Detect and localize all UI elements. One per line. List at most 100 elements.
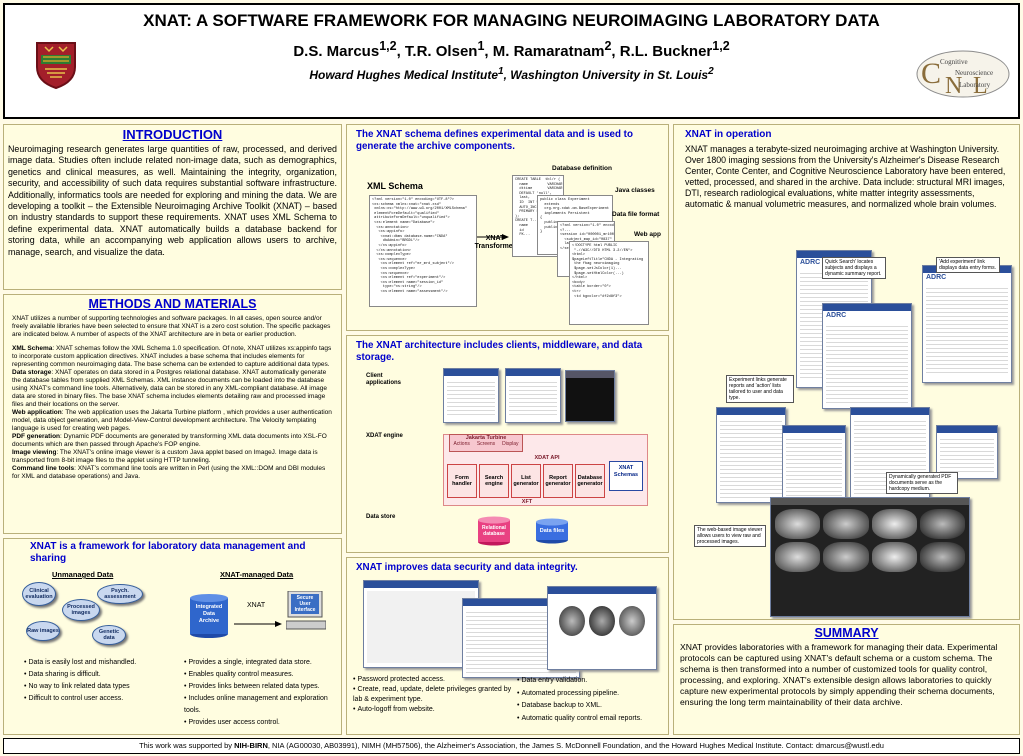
framework-right-bullet: Provides links between related data type… — [184, 681, 341, 693]
summary-panel: SUMMARY XNAT provides laboratories with … — [673, 624, 1020, 735]
store-label: Data store — [366, 514, 396, 520]
module-report-generator: Report generator — [543, 464, 573, 498]
introduction-title: INTRODUCTION — [122, 127, 223, 142]
integrated-archive: Integrated Data Archive — [189, 594, 229, 638]
web-app-figure: <!DOCTYPE html PUBLIC "-//W3C//DTD HTML … — [569, 241, 649, 325]
methods-item-term: XML Schema — [12, 345, 53, 352]
report-screen-2 — [782, 425, 846, 509]
report-screen-1 — [716, 407, 786, 503]
client-window-3 — [565, 370, 615, 422]
unmanaged-label: Unmanaged Data — [52, 570, 114, 579]
operation-title: XNAT in operation — [685, 129, 772, 140]
relational-db-label: Relational database — [482, 525, 506, 537]
security-left-bullet: Create, read, update, delete privileges … — [353, 685, 515, 705]
callout-experiment-links: Experiment links generate reports and 'a… — [726, 375, 794, 403]
db-definition-label: Database definition — [552, 165, 612, 172]
lab-logo-word-2: Neuroscience — [955, 69, 994, 77]
university-shield-logo — [35, 41, 77, 90]
summary-body: XNAT provides laboratories with a framew… — [680, 642, 998, 707]
methods-item-term: Command line tools — [12, 465, 75, 472]
xml-schema-label: XML Schema — [367, 181, 423, 191]
methods-item-term: Image viewing — [12, 449, 57, 456]
turbine-screens: Screens — [476, 441, 496, 447]
framework-title: XNAT is a framework for laboratory data … — [30, 541, 306, 564]
framework-right-bullets: Provides a single, integrated data store… — [184, 657, 341, 729]
framework-right-bullet: Provides a single, integrated data store… — [184, 657, 341, 669]
adrc-label-2: ADRC — [926, 274, 947, 281]
pdf-screen — [936, 425, 998, 479]
image-viewer-screen — [770, 497, 970, 617]
xnat-arrow-label: XNAT — [247, 602, 266, 609]
engine-label: XDAT engine — [366, 433, 403, 439]
security-left-bullet: Password protected access. — [353, 675, 515, 685]
methods-items: XML Schema: XNAT schemas follow the XML … — [12, 345, 333, 481]
callout-add-experiment: 'Add experiment' link displays data entr… — [936, 257, 1000, 273]
methods-item-text: : The XNAT's online image viewer is a cu… — [12, 449, 318, 464]
turbine-label: Jakarta Turbine — [465, 435, 507, 441]
blob-processed: Processed images — [62, 599, 100, 621]
qc-image-screenshot — [547, 586, 657, 670]
architecture-panel: The XNAT architecture includes clients, … — [346, 335, 669, 553]
methods-item-text: : XNAT's command line tools are written … — [12, 465, 326, 480]
security-left-bullets: Password protected access.Create, read, … — [353, 675, 515, 715]
security-left-bullet: Auto-logoff from website. — [353, 705, 515, 715]
methods-item: Command line tools: XNAT's command line … — [12, 465, 333, 481]
client-label: Client applications — [366, 373, 402, 386]
xnat-schemas-doc: XNAT Schemas — [609, 461, 643, 491]
data-file-label: Data file format — [612, 211, 660, 218]
framework-left-bullet: Data is easily lost and mishandled. — [24, 657, 174, 669]
data-files-cylinder: Data files — [535, 518, 569, 544]
callout-pdf: Dynamically generated PDF documents serv… — [886, 472, 958, 494]
methods-title: METHODS AND MATERIALS — [88, 297, 257, 311]
managed-label: XNAT-managed Data — [220, 570, 294, 579]
security-right-bullets: Data entry validation.Automated processi… — [517, 675, 667, 725]
authors: D.S. Marcus1,2, T.R. Olsen1, M. Ramaratn… — [293, 39, 730, 60]
security-right-bullet: Automatic quality control email reports. — [517, 713, 667, 726]
methods-item: PDF generation: Dynamic PDF documents ar… — [12, 433, 333, 449]
client-window-2 — [505, 368, 561, 423]
methods-item: Image viewing: The XNAT's online image v… — [12, 449, 333, 465]
methods-item-term: PDF generation — [12, 433, 61, 440]
data-files-label: Data files — [539, 528, 565, 534]
methods-item: Data storage: XNAT operates on data stor… — [12, 369, 333, 409]
web-app-code: <!DOCTYPE html PUBLIC "-//W3C//DTD HTML … — [572, 244, 644, 299]
module-database-generator: Database generator — [575, 464, 605, 498]
framework-left-bullet: Difficult to control user access. — [24, 693, 174, 705]
xnat-arrow — [234, 614, 282, 627]
turbine-display: Display — [502, 441, 519, 447]
schema-panel: The XNAT schema defines experimental dat… — [346, 124, 669, 331]
relational-db-cylinder: Relational database — [477, 516, 511, 546]
security-right-bullet: Database backup to XML. — [517, 700, 667, 713]
callout-image-viewer: The web-based image viewer allows users … — [694, 525, 766, 547]
module-search-engine: Search engine — [479, 464, 509, 498]
security-right-bullet: Automated processing pipeline. — [517, 688, 667, 701]
adrc-screen-2: ADRC — [922, 265, 1012, 383]
api-label: XDAT API — [534, 455, 560, 461]
xml-schema-figure: <?xml version="1.0" encoding="UTF-8"?> <… — [369, 195, 477, 307]
adrc-label-1: ADRC — [800, 259, 821, 266]
adrc-label-3: ADRC — [826, 312, 847, 319]
framework-left-bullets: Data is easily lost and mishandled.Data … — [24, 657, 174, 705]
architecture-title: The XNAT architecture includes clients, … — [356, 340, 643, 363]
client-window-1 — [443, 368, 499, 423]
xml-schema-code: <?xml version="1.0" encoding="UTF-8"?> <… — [372, 198, 467, 294]
callout-quick-search: Quick Search' locates subjects and displ… — [822, 257, 886, 279]
lab-logo-word-1: Cognitive — [940, 58, 968, 66]
methods-item-text: : The web application uses the Jakarta T… — [12, 409, 332, 432]
schema-title: The XNAT schema defines experimental dat… — [356, 129, 633, 152]
framework-panel: XNAT is a framework for laboratory data … — [3, 538, 342, 735]
security-title: XNAT improves data security and data int… — [356, 562, 578, 573]
header-banner: XNAT: A SOFTWARE FRAMEWORK FOR MANAGING … — [3, 3, 1020, 119]
footer-text: This work was supported by NIH-BIRN, NIA… — [139, 741, 884, 750]
transformer-label: XNAT Transformer — [474, 235, 516, 250]
operation-panel: XNAT in operation XNAT manages a terabyt… — [673, 124, 1020, 620]
methods-item-text: : XNAT schemas follow the XML Schema 1.0… — [12, 345, 332, 368]
methods-item: XML Schema: XNAT schemas follow the XML … — [12, 345, 333, 369]
db-definition-code: CREATE TABLE tbl/r ( name VARCHAR(50), d… — [515, 178, 563, 238]
blob-genetic: Genetic data — [92, 625, 126, 645]
affiliations: Howard Hughes Medical Institute1, Washin… — [309, 66, 714, 82]
framework-left-bullet: Data sharing is difficult. — [24, 669, 174, 681]
secure-interface-computer: Secure User Interface — [285, 590, 327, 631]
methods-item-text: : Dynamic PDF documents are generated by… — [12, 433, 327, 448]
methods-item-text: : XNAT operates on data stored in a Post… — [12, 369, 327, 408]
